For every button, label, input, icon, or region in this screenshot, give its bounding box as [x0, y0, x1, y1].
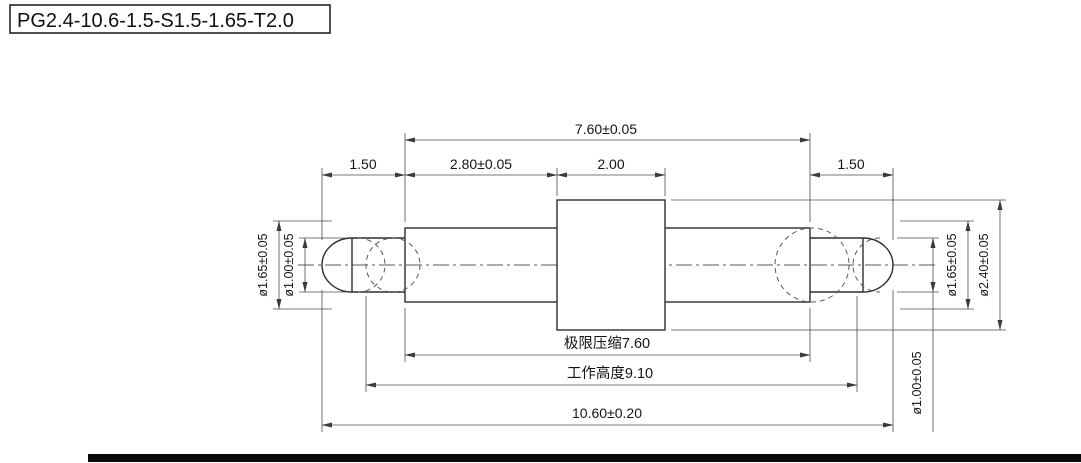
- hidden-circle-left: [365, 237, 421, 293]
- left-dome-tip: [321, 237, 353, 293]
- dim-flange-diameter: ø2.40±0.05: [977, 233, 991, 296]
- title-box: PG2.4-10.6-1.5-S1.5-1.65-T2.0: [9, 4, 331, 34]
- dim-left-tip-length: 1.50: [349, 156, 376, 172]
- dim-right-tip-diameter: ø1.00±0.05: [910, 351, 924, 414]
- title-block-border: [88, 454, 1081, 462]
- title-box-border: [9, 4, 331, 34]
- dim-flange-width: 2.00: [597, 156, 624, 172]
- dim-overall-length: 10.60±0.20: [572, 405, 642, 421]
- hidden-arc-right-1: [852, 237, 881, 293]
- dim-left-plunger-diameter: ø1.65±0.05: [256, 233, 270, 296]
- dimension-lines: [276, 137, 1003, 428]
- dim-right-tip-length: 1.50: [837, 156, 864, 172]
- dim-top-overall: 7.60±0.05: [575, 121, 637, 137]
- dim-right-plunger-diameter: ø1.65±0.05: [945, 233, 959, 296]
- hidden-detail-lines: [357, 227, 881, 303]
- center-flange: [556, 199, 666, 331]
- hidden-arc-left-1: [357, 237, 386, 293]
- part-number: PG2.4-10.6-1.5-S1.5-1.65-T2.0: [17, 10, 294, 32]
- hidden-circle-right: [774, 227, 850, 303]
- dimension-texts: 7.60±0.05 1.50 2.80±0.05 2.00 1.50 ø1.65…: [256, 121, 991, 421]
- right-dome-tip: [862, 237, 894, 293]
- dim-left-barrel-section: 2.80±0.05: [450, 156, 512, 172]
- dim-working-height: 工作高度9.10: [567, 365, 653, 382]
- dim-limit-compression: 极限压缩7.60: [564, 335, 650, 352]
- dim-left-tip-diameter: ø1.00±0.05: [282, 233, 296, 296]
